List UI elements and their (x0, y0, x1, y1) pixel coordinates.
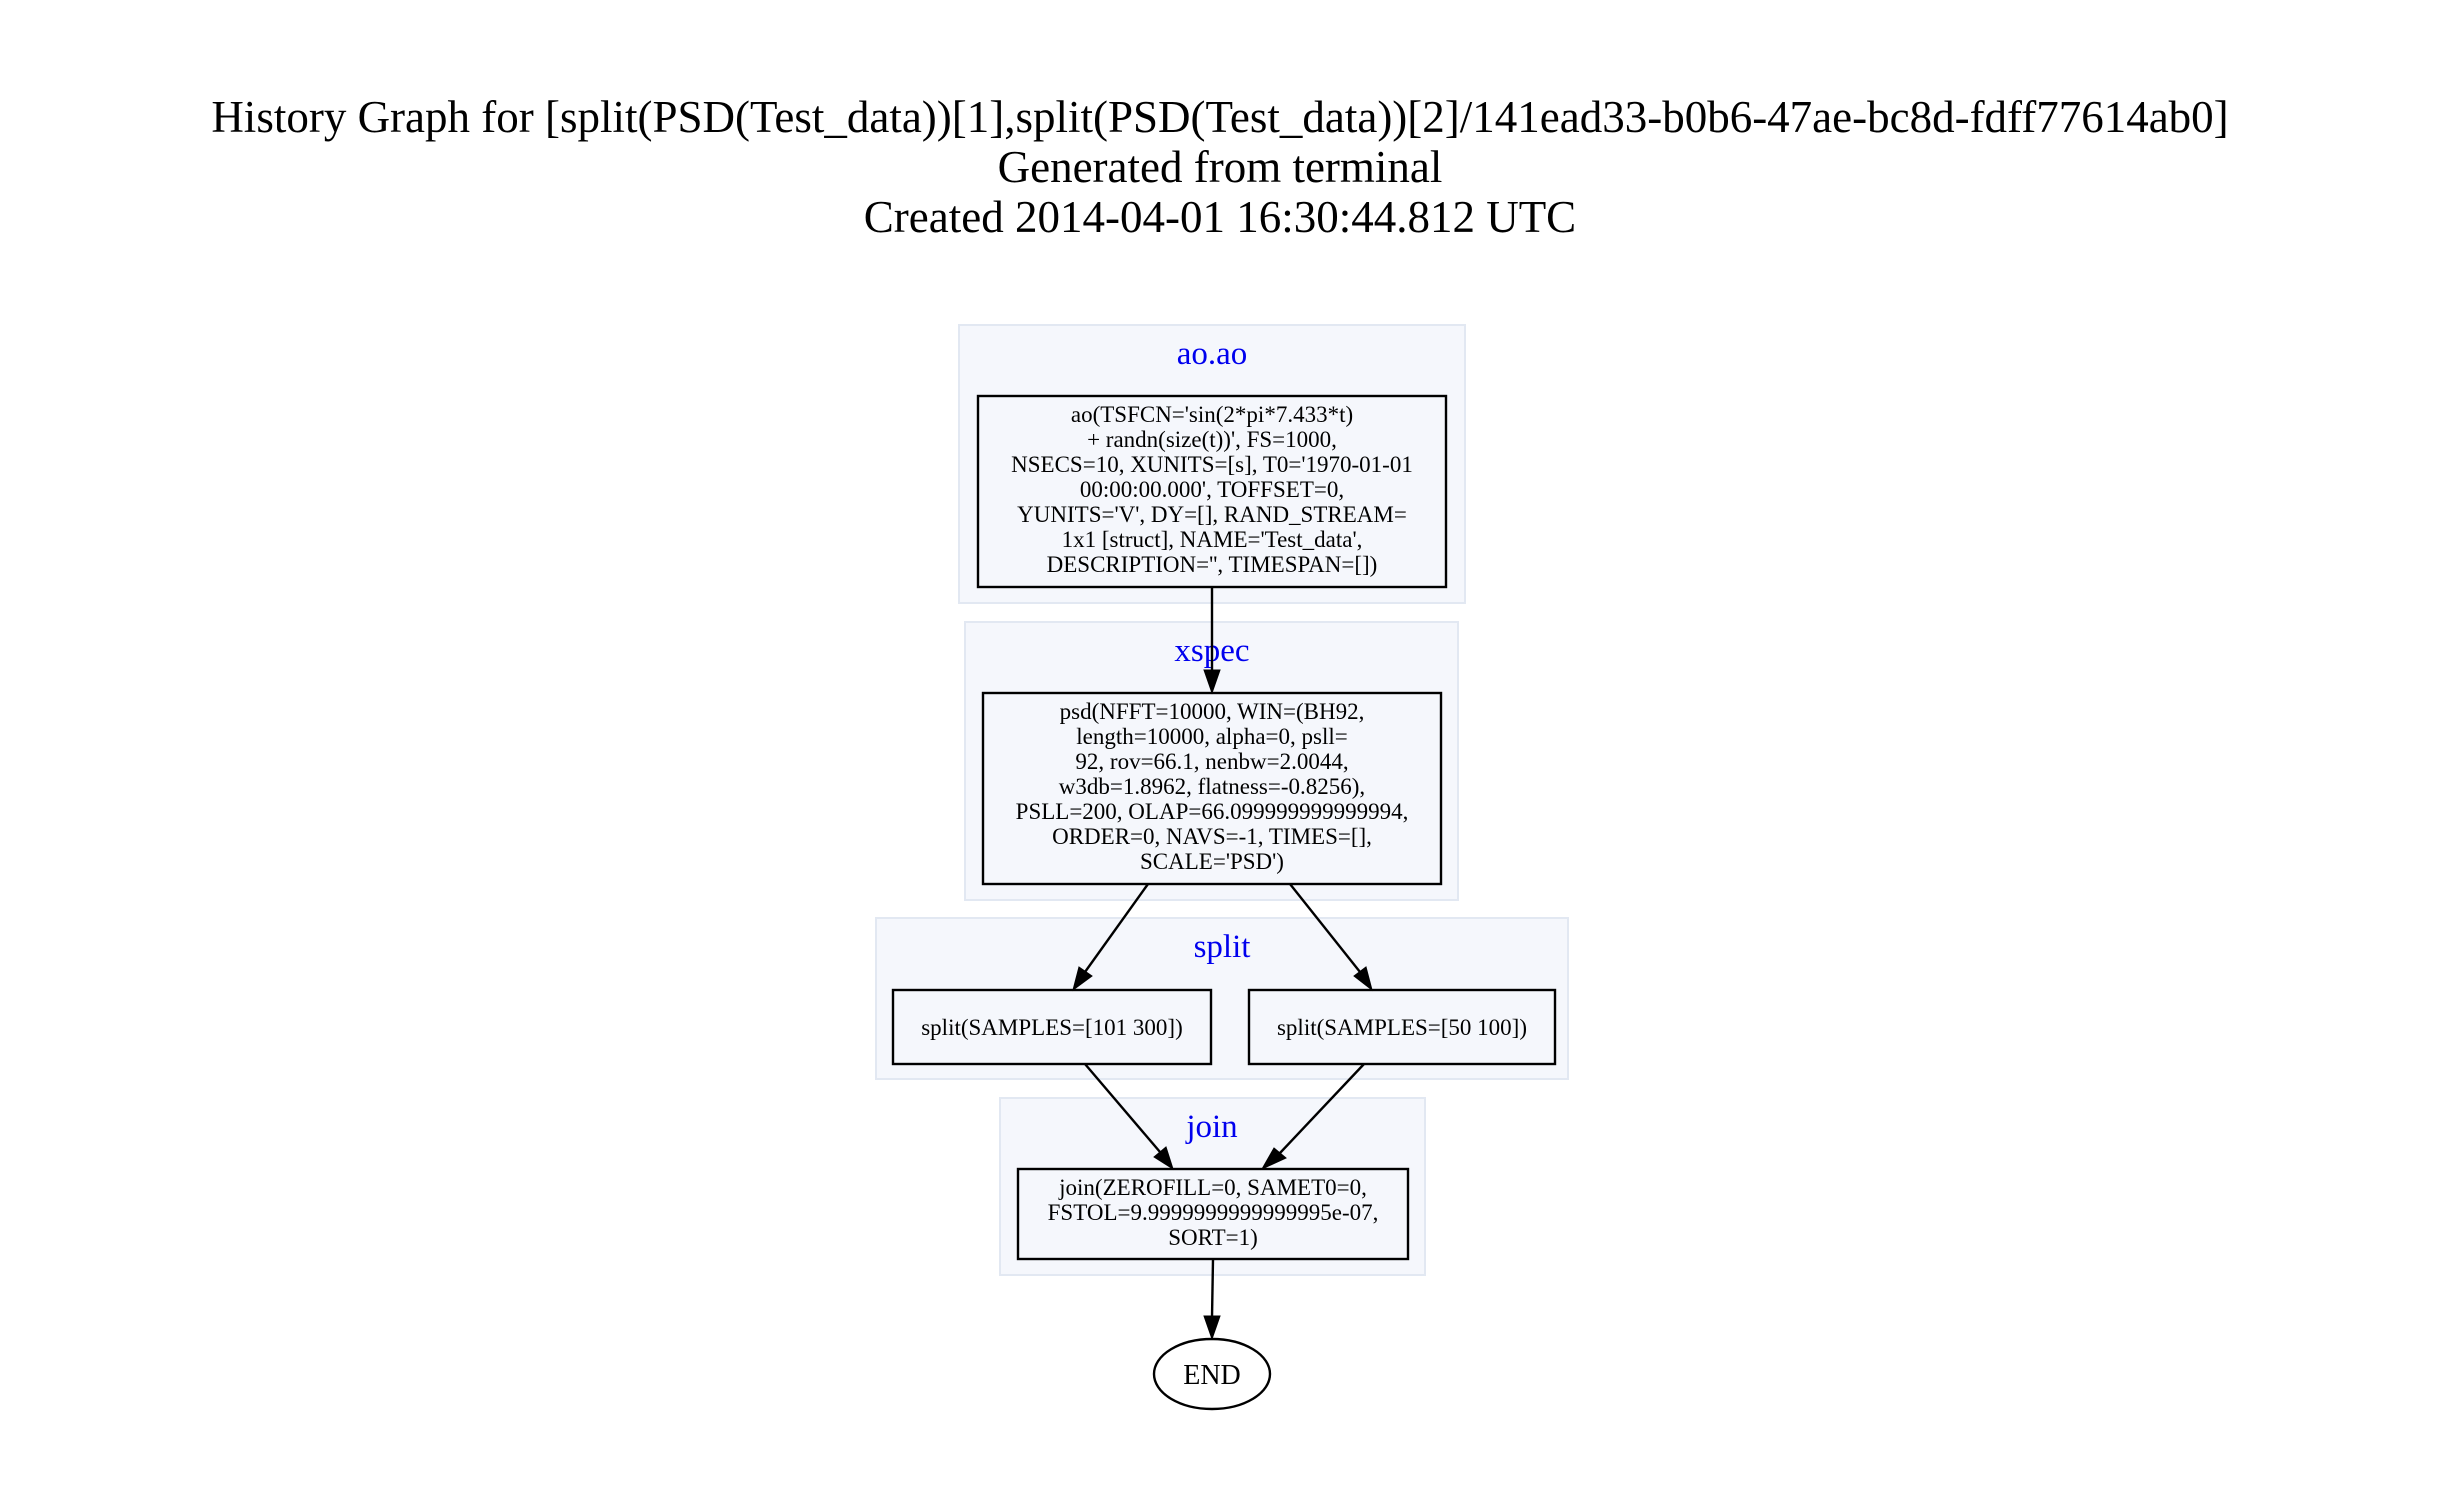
node-split-2: split(SAMPLES=[50 100]) (1247, 988, 1557, 1066)
node-join-line-1: join(ZEROFILL=0, SAMET0=0, (1058, 1175, 1367, 1200)
node-psd: psd(NFFT=10000, WIN=(BH92, length=10000,… (981, 691, 1443, 886)
node-ao-line-5: YUNITS='V', DY=[], RAND_STREAM= (1017, 502, 1407, 527)
cluster-split: split (875, 917, 1569, 1080)
node-ao-line-4: 00:00:00.000', TOFFSET=0, (1080, 477, 1344, 502)
node-psd-line-6: ORDER=0, NAVS=-1, TIMES=[], (1052, 824, 1372, 849)
node-ao: ao(TSFCN='sin(2*pi*7.433*t) + randn(size… (976, 394, 1448, 589)
node-ao-line-7: DESCRIPTION='', TIMESPAN=[]) (1047, 552, 1378, 577)
edge-join-to-end (1203, 1258, 1221, 1341)
node-ao-line-6: 1x1 [struct], NAME='Test_data', (1062, 527, 1363, 552)
node-split-2-label: split(SAMPLES=[50 100]) (1277, 1015, 1527, 1040)
node-psd-line-3: 92, rov=66.1, nenbw=2.0044, (1075, 749, 1348, 774)
cluster-split-label: split (1194, 929, 1251, 965)
cluster-join: join (999, 1097, 1426, 1276)
node-join-line-2: FSTOL=9.9999999999999995e-07, (1048, 1200, 1379, 1225)
node-ao-line-1: ao(TSFCN='sin(2*pi*7.433*t) (1071, 402, 1353, 427)
node-split-2-box (1247, 988, 1557, 1066)
edge-psd-to-split-1 (1072, 883, 1149, 992)
node-psd-line-1: psd(NFFT=10000, WIN=(BH92, (1060, 699, 1365, 724)
cluster-ao: ao.ao (958, 324, 1466, 604)
node-end: END (1152, 1337, 1272, 1411)
node-psd-line-4: w3db=1.8962, flatness=-0.8256), (1059, 774, 1365, 799)
edge-split-1-to-join (1084, 1063, 1174, 1171)
node-psd-line-5: PSLL=200, OLAP=66.099999999999994, (1016, 799, 1409, 824)
edge-split-2-to-join (1260, 1063, 1365, 1171)
title-line-3: Created 2014-04-01 16:30:44.812 UTC (864, 192, 1576, 242)
node-split-1: split(SAMPLES=[101 300]) (891, 988, 1213, 1066)
node-join: join(ZEROFILL=0, SAMET0=0, FSTOL=9.99999… (1016, 1167, 1410, 1261)
node-split-1-box (891, 988, 1213, 1066)
cluster-ao-box (958, 324, 1466, 604)
edge-psd-to-split-2 (1289, 883, 1373, 992)
node-psd-line-2: length=10000, alpha=0, psll= (1076, 724, 1347, 749)
cluster-join-box (999, 1097, 1426, 1276)
cluster-join-label: join (1185, 1109, 1237, 1145)
cluster-ao-label: ao.ao (1177, 336, 1248, 372)
edge-ao-to-psd (1203, 587, 1221, 695)
node-split-1-label: split(SAMPLES=[101 300]) (921, 1015, 1183, 1040)
cluster-split-box (875, 917, 1569, 1080)
node-ao-line-3: NSECS=10, XUNITS=[s], T0='1970-01-01 (1011, 452, 1413, 477)
graph-title: History Graph for [split(PSD(Test_data))… (211, 92, 2228, 242)
node-end-label: END (1183, 1360, 1241, 1391)
node-join-line-3: SORT=1) (1168, 1225, 1258, 1250)
edges (1072, 587, 1373, 1341)
title-line-2: Generated from terminal (998, 142, 1443, 192)
node-psd-line-7: SCALE='PSD') (1140, 849, 1284, 874)
node-ao-line-2: + randn(size(t))', FS=1000, (1087, 427, 1337, 452)
title-line-1: History Graph for [split(PSD(Test_data))… (211, 92, 2228, 142)
